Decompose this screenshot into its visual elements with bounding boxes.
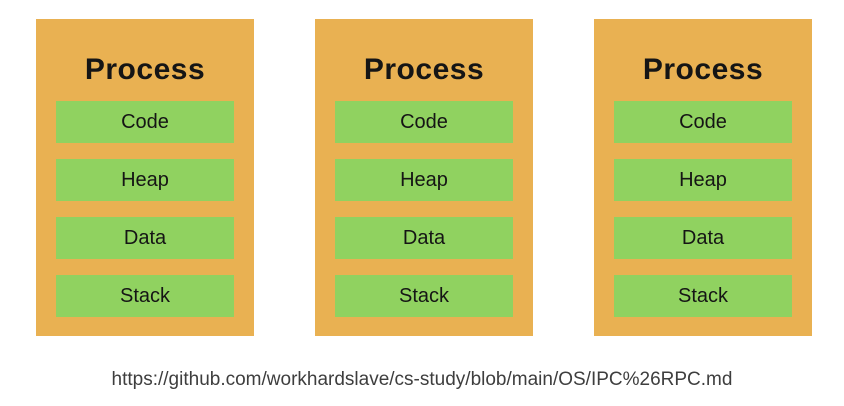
segment-heap: Heap <box>56 159 234 201</box>
segment-stack: Stack <box>56 275 234 317</box>
process-box-1: Process Code Heap Data Stack <box>36 19 254 336</box>
segment-stack: Stack <box>614 275 792 317</box>
segment-code: Code <box>614 101 792 143</box>
segment-stack: Stack <box>335 275 513 317</box>
source-url-caption: https://github.com/workhardslave/cs-stud… <box>111 369 733 390</box>
segment-code: Code <box>56 101 234 143</box>
process-title: Process <box>363 53 485 86</box>
segment-data: Data <box>335 217 513 259</box>
process-box-2: Process Code Heap Data Stack <box>315 19 533 336</box>
process-diagram: Process Code Heap Data Stack Process Cod… <box>36 19 812 336</box>
process-box-3: Process Code Heap Data Stack <box>594 19 812 336</box>
segment-code: Code <box>335 101 513 143</box>
segment-data: Data <box>56 217 234 259</box>
segment-data: Data <box>614 217 792 259</box>
segment-heap: Heap <box>614 159 792 201</box>
process-title: Process <box>84 53 206 86</box>
process-title: Process <box>642 53 764 86</box>
segment-heap: Heap <box>335 159 513 201</box>
